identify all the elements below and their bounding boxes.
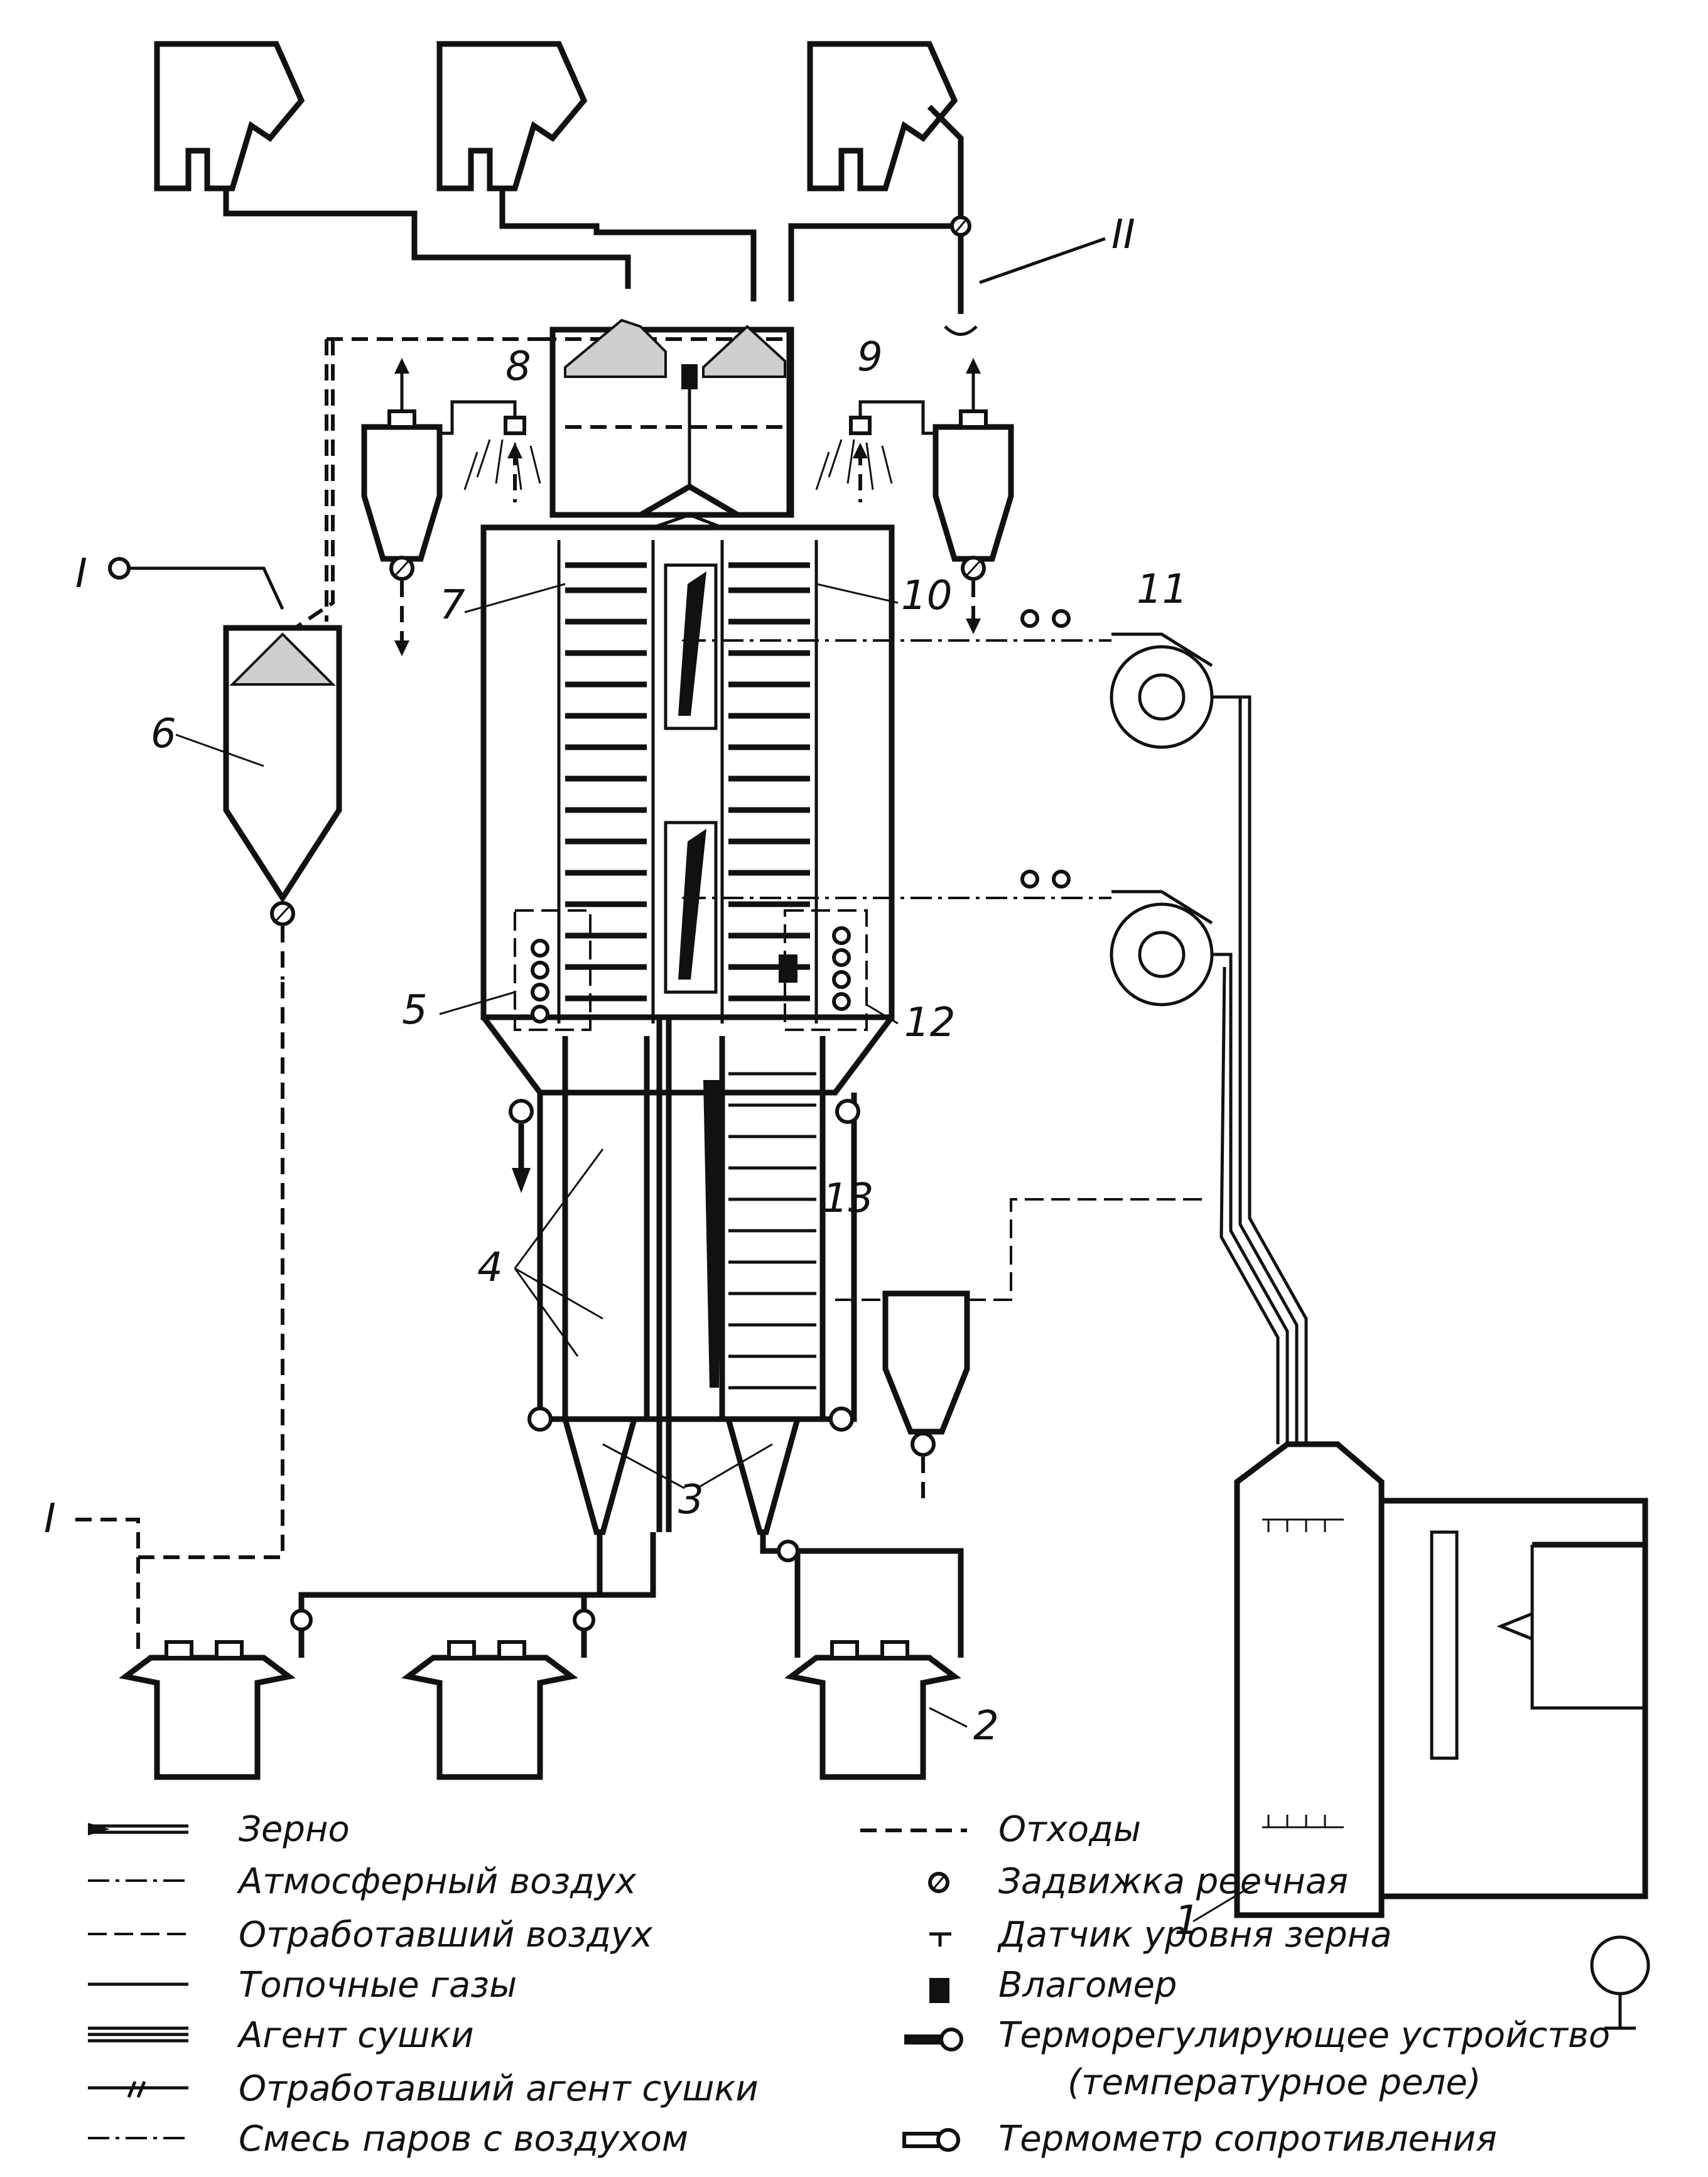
lower-section: [509, 1017, 860, 1535]
ii-outlet: [944, 325, 978, 336]
dryer-column: [480, 513, 895, 1096]
legend-spent-agent: Отработавший агент сушки: [239, 2068, 759, 2109]
waste-hopper: [108, 337, 553, 980]
legend: Зерно Атмосферный воздух Отработавший во…: [88, 1809, 1610, 2159]
bottom-bins: [75, 980, 964, 1780]
thermometers: [531, 609, 1071, 1024]
furnace: [1234, 1441, 1650, 2030]
legend-atm-air: Атмосферный воздух: [237, 1861, 637, 1902]
legend-thermostat-2: (температурное реле): [1068, 2062, 1481, 2103]
legend-flue-gas: Топочные газы: [239, 1965, 517, 2006]
legend-grain: Зерно: [239, 1809, 350, 1850]
label-5: 5: [402, 987, 428, 1034]
label-3: 3: [678, 1477, 704, 1523]
label-10: 10: [901, 573, 952, 619]
label-4: 4: [477, 1245, 503, 1291]
legend-vapor-mix: Смесь паров с воздухом: [239, 2119, 688, 2159]
grain-feed-pipes: [223, 104, 964, 314]
legend-valve: Задвижка реечная: [998, 1861, 1348, 1902]
label-11: 11: [1137, 566, 1187, 613]
legend-resistance-thermometer: Термометр сопротивления: [998, 2119, 1497, 2159]
legend-left: Зерно Атмосферный воздух Отработавший во…: [88, 1809, 759, 2159]
legend-thermostat: Терморегулирующее устройство: [998, 2015, 1610, 2056]
legend-drying-agent: Агент сушки: [237, 2015, 474, 2056]
drying-agent-duct: [1212, 695, 1308, 1444]
label-6: 6: [151, 711, 176, 757]
upper-bins: [540, 318, 794, 518]
legend-moisture-meter: Влагомер: [998, 1965, 1177, 2006]
label-13: 13: [823, 1175, 873, 1222]
legend-level-sensor: Датчик уровня зерна: [997, 1915, 1392, 1955]
label-12: 12: [904, 1000, 955, 1046]
legend-waste: Отходы: [998, 1809, 1141, 1850]
label-roman1-top: I: [75, 551, 87, 597]
cyclones-top: [361, 358, 1014, 656]
legend-spent-air: Отработавший воздух: [239, 1915, 653, 1955]
label-roman1-bottom: I: [44, 1496, 56, 1542]
label-9: 9: [857, 334, 883, 381]
label-8: 8: [505, 343, 531, 390]
separator-cyclone: [835, 1198, 1206, 1501]
label-roman2: II: [1111, 212, 1135, 258]
label-7: 7: [440, 582, 465, 629]
legend-right: Отходы Задвижка реечная Датчик уровня зе…: [860, 1809, 1610, 2159]
top-bunkers: [154, 41, 958, 192]
label-2: 2: [973, 1703, 999, 1749]
